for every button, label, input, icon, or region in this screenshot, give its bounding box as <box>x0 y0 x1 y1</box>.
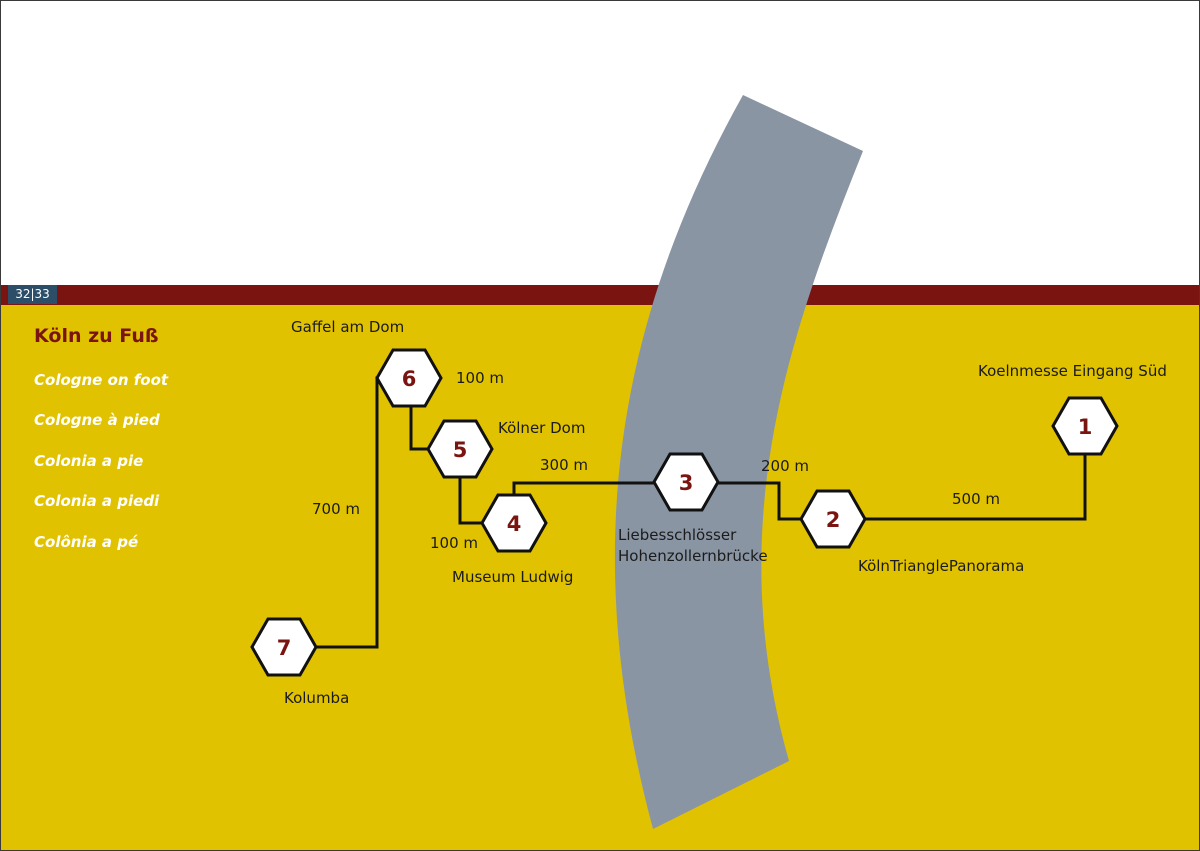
top-band <box>1 285 1199 305</box>
route-segment-1-2 <box>833 426 1087 521</box>
distance-label-6-7: 700 m <box>312 500 361 518</box>
stop-number: 7 <box>277 636 292 660</box>
stop-label-5: Kölner Dom <box>498 419 586 437</box>
page-title: Köln zu Fuß <box>34 325 159 347</box>
hexagon-shape <box>480 493 548 553</box>
hexagon-shape <box>799 489 867 549</box>
distance-label-1-2: 500 m <box>952 490 1001 508</box>
stop-number: 2 <box>826 508 841 532</box>
page-number-badge: 32|33 <box>8 285 57 304</box>
river-rhine <box>614 95 863 829</box>
stop-marker-4[interactable]: 4 <box>480 493 548 553</box>
stop-label-2: KölnTrianglePanorama <box>858 557 1025 575</box>
stop-marker-6[interactable]: 6 <box>375 348 443 408</box>
distance-label-3-4: 300 m <box>540 456 589 474</box>
stop-number: 5 <box>453 438 468 462</box>
stop-label-4: Museum Ludwig <box>452 568 574 586</box>
hexagon-shape <box>375 348 443 408</box>
subtitle-french: Cologne à pied <box>34 411 160 429</box>
stop-marker-7[interactable]: 7 <box>250 617 318 677</box>
stop-label-6: Gaffel am Dom <box>291 318 405 336</box>
hexagon-shape <box>250 617 318 677</box>
hexagon-shape <box>426 419 494 479</box>
subtitle-portuguese: Colônia a pé <box>34 533 139 551</box>
distance-label-4-5: 100 m <box>430 534 479 552</box>
stop-marker-5[interactable]: 5 <box>426 419 494 479</box>
stop-marker-3[interactable]: 3 <box>652 452 720 512</box>
stop-number: 1 <box>1078 415 1093 439</box>
hexagon-shape <box>652 452 720 512</box>
stop-marker-2[interactable]: 2 <box>799 489 867 549</box>
subtitle-italian: Colonia a piedi <box>34 492 160 510</box>
distance-label-2-3: 200 m <box>761 457 810 475</box>
stop-label-1: Koelnmesse Eingang Süd <box>978 362 1167 380</box>
stop-marker-1[interactable]: 1 <box>1051 396 1119 456</box>
distance-label-5-6: 100 m <box>456 369 505 387</box>
stop-number: 6 <box>402 367 417 391</box>
stop-label-3-line-2: Hohenzollernbrücke <box>618 547 768 565</box>
stop-number: 4 <box>507 512 522 536</box>
stop-number: 3 <box>679 471 694 495</box>
land-area <box>1 285 1199 850</box>
stop-label-3-line-1: Liebesschlösser <box>618 526 737 544</box>
subtitle-english: Cologne on foot <box>34 371 169 389</box>
stop-label-7: Kolumba <box>284 689 350 707</box>
subtitle-spanish: Colonia a pie <box>34 452 144 470</box>
hexagon-shape <box>1051 396 1119 456</box>
